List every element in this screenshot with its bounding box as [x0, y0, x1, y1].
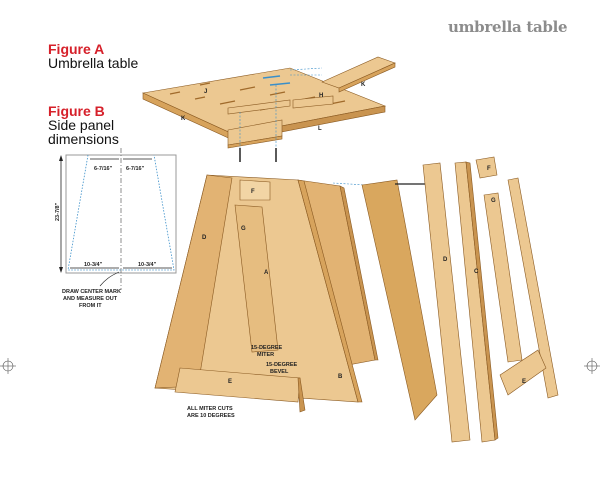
base-assembly — [154, 174, 379, 413]
note-line-2: AND MEASURE OUT — [63, 296, 118, 302]
note-line-1: DRAW CENTER MARK — [62, 289, 121, 295]
part-label-h: H — [319, 93, 323, 99]
part-label-base-g: G — [241, 226, 246, 232]
bevel-note-2: BEVEL — [270, 369, 289, 375]
dim-top-left: 6-7/16" — [94, 166, 113, 172]
page-title: umbrella table — [448, 18, 568, 36]
registration-mark-left — [0, 358, 16, 374]
part-label-l: L — [318, 126, 322, 132]
part-label-base-d: D — [202, 235, 207, 241]
part-label-k-left: K — [181, 116, 186, 122]
cuts-note-2: ARE 10 DEGREES — [187, 413, 235, 419]
part-label-k-right: K — [361, 82, 366, 88]
figure-a-caption: Umbrella table — [48, 55, 139, 71]
registration-mark-right — [584, 358, 600, 374]
dim-bottom-left: 10-3/4" — [84, 262, 103, 268]
part-label-exp-d: D — [443, 257, 448, 263]
dim-height: 23-7/8" — [55, 202, 61, 221]
figure-a-label: Figure A — [48, 41, 105, 57]
part-label-base-e: E — [228, 379, 232, 385]
table-top-assembly — [141, 56, 396, 162]
dim-top-right: 6-7/16" — [126, 166, 145, 172]
miter-note-2: MITER — [257, 352, 274, 358]
bevel-note-1: 15-DEGREE — [266, 362, 298, 368]
side-panel-diagram: 6-7/16" 6-7/16" 10-3/4" 10-3/4" 23-7/8" … — [55, 148, 177, 309]
part-label-exp-c: C — [474, 269, 479, 275]
figure-b-caption-1: Side panel — [48, 117, 115, 133]
figure-b-caption-2: dimensions — [48, 131, 119, 147]
part-label-j: J — [204, 89, 207, 95]
note-line-3: FROM IT — [79, 303, 102, 309]
figure-b-label: Figure B — [48, 103, 105, 119]
dim-bottom-right: 10-3/4" — [138, 262, 157, 268]
part-label-exp-g: G — [491, 198, 496, 204]
part-label-exp-e: E — [522, 379, 526, 385]
part-label-base-b: B — [338, 374, 343, 380]
part-label-exp-f: F — [487, 166, 491, 172]
part-label-base-f: F — [251, 189, 255, 195]
cuts-note-1: ALL MITER CUTS — [187, 406, 233, 412]
part-label-base-a: A — [264, 270, 269, 276]
miter-note-1: 15-DEGREE — [251, 345, 283, 351]
exploded-parts — [361, 156, 559, 443]
